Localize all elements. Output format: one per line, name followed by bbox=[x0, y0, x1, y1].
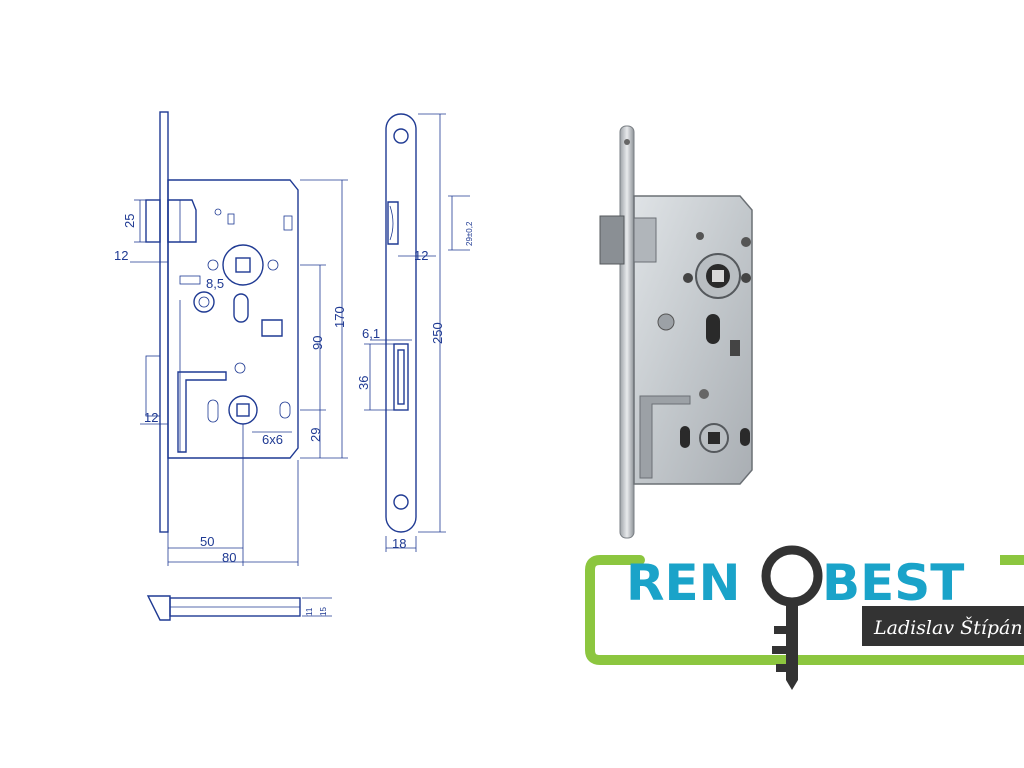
tagline-box bbox=[862, 606, 1024, 646]
brand-text-left: REN bbox=[626, 554, 741, 612]
lock-bottom-view bbox=[146, 595, 332, 621]
lock-side-drawing bbox=[364, 113, 470, 552]
key-icon bbox=[761, 545, 823, 690]
dim-6x6: 6x6 bbox=[262, 432, 283, 447]
renobest-logo: REN BEST Ladislav Štípán bbox=[585, 545, 1024, 690]
dim-12-face: 12 bbox=[414, 248, 428, 263]
dim-8-5: 8,5 bbox=[206, 276, 224, 291]
dim-80: 80 bbox=[222, 550, 236, 565]
dim-170: 170 bbox=[332, 306, 347, 328]
dim-18: 18 bbox=[392, 536, 406, 551]
bathroom-spindle bbox=[228, 395, 258, 425]
t-bolt-bar bbox=[177, 371, 227, 453]
dim-12-top: 12 bbox=[114, 248, 128, 263]
front-dimension-lines bbox=[130, 179, 348, 566]
logo-frame bbox=[585, 555, 1024, 665]
dim-250: 250 bbox=[430, 322, 445, 344]
dim-6-1: 6,1 bbox=[362, 326, 380, 341]
lock-body bbox=[167, 179, 299, 459]
dim-12-side: 12 bbox=[144, 410, 158, 425]
dim-29: 29 bbox=[308, 428, 323, 442]
dim-36: 36 bbox=[356, 376, 371, 390]
latch-bolt bbox=[145, 199, 161, 243]
faceplate-side bbox=[385, 113, 417, 533]
dim-50: 50 bbox=[200, 534, 214, 549]
dim-90: 90 bbox=[310, 336, 325, 350]
brand-text-right: BEST bbox=[822, 554, 964, 612]
lock-front-drawing bbox=[145, 111, 299, 533]
faceplate bbox=[159, 111, 169, 533]
dim-15: 15 bbox=[319, 607, 328, 616]
tagline-text: Ladislav Štípán bbox=[873, 616, 1023, 639]
lock-product-photo bbox=[599, 125, 753, 539]
dim-29-tolerance: 29±0,2 bbox=[465, 221, 474, 246]
keyhole-slot bbox=[233, 293, 249, 323]
dim-11: 11 bbox=[305, 607, 314, 616]
follower-hub bbox=[222, 244, 264, 286]
dim-25: 25 bbox=[122, 214, 137, 228]
